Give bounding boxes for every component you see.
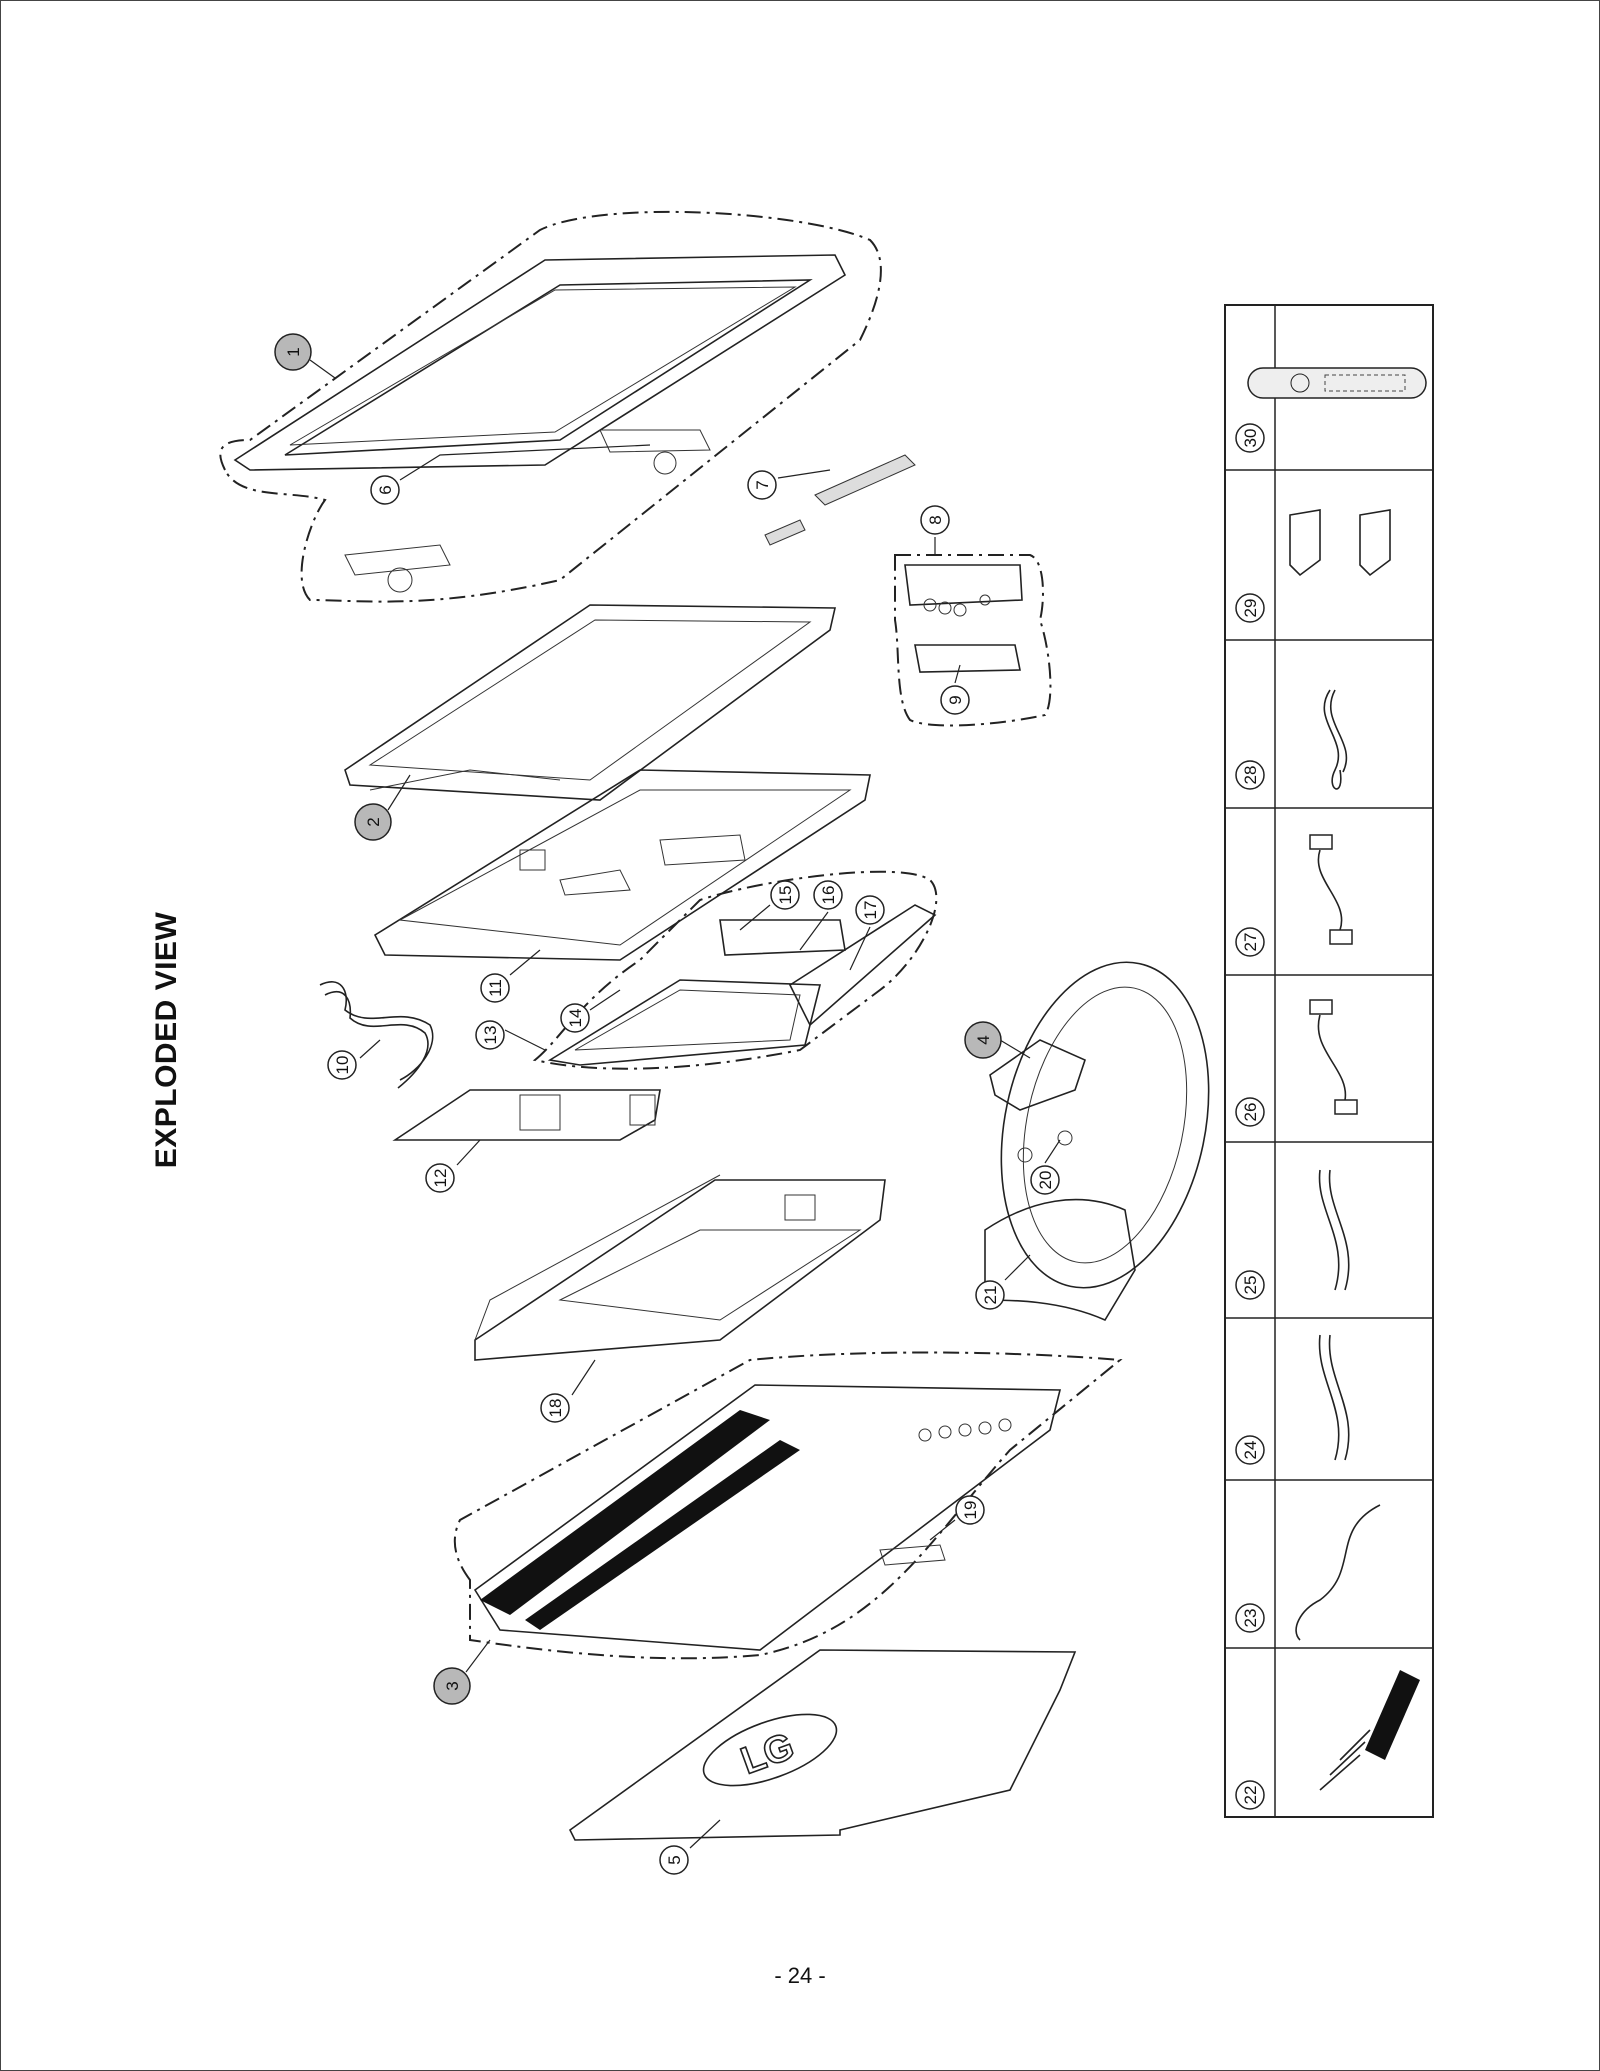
accessory-30: 30 bbox=[1235, 423, 1265, 453]
callout-number: 2 bbox=[364, 817, 383, 826]
rear-decoration-panel: LG bbox=[568, 1649, 1077, 1841]
stand-assembly bbox=[984, 961, 1210, 1322]
page-number: - 24 - bbox=[774, 1963, 826, 1988]
label-stickers bbox=[764, 454, 916, 546]
callout-number: 11 bbox=[486, 979, 505, 997]
accessory-number: 26 bbox=[1241, 1103, 1260, 1122]
callout-number: 12 bbox=[431, 1169, 450, 1188]
accessory-number: 29 bbox=[1241, 599, 1260, 618]
accessory-number: 22 bbox=[1241, 1786, 1260, 1805]
callout-number: 19 bbox=[961, 1501, 980, 1520]
accessory-24: 24 bbox=[1235, 1435, 1265, 1465]
main-board bbox=[392, 1089, 661, 1141]
back-cover-assembly bbox=[453, 1351, 1123, 1660]
callout-number: 4 bbox=[974, 1035, 993, 1044]
callout-17: 17 bbox=[849, 895, 885, 971]
svg-text:LG: LG bbox=[736, 1725, 800, 1783]
cable-holder-icon bbox=[1289, 509, 1391, 577]
callout-15: 15 bbox=[739, 880, 800, 931]
accessory-22: 22 bbox=[1235, 1780, 1265, 1810]
callout-18: 18 bbox=[540, 1359, 596, 1423]
callout-13: 13 bbox=[475, 1020, 546, 1051]
callout-number: 5 bbox=[665, 1855, 684, 1864]
callout-number: 3 bbox=[443, 1681, 462, 1690]
callout-6: 6 bbox=[370, 444, 651, 505]
callout-12: 12 bbox=[425, 1139, 481, 1193]
callout-11: 11 bbox=[480, 949, 541, 1003]
callout-number: 21 bbox=[981, 1286, 1000, 1305]
callout-number: 14 bbox=[566, 1009, 585, 1028]
callout-14: 14 bbox=[560, 989, 621, 1033]
accessory-number: 25 bbox=[1241, 1276, 1260, 1295]
callout-number: 7 bbox=[753, 480, 772, 489]
callout-7: 7 bbox=[747, 469, 831, 500]
power-cord-icon bbox=[1323, 689, 1348, 790]
callout-9: 9 bbox=[940, 664, 970, 715]
d-sub-cable-icon bbox=[1309, 834, 1353, 945]
callout-number: 9 bbox=[946, 695, 965, 704]
accessories-table bbox=[1224, 304, 1434, 1818]
callout-number: 1 bbox=[284, 347, 303, 356]
callout-20: 20 bbox=[1030, 1139, 1061, 1195]
accessory-28: 28 bbox=[1235, 760, 1265, 790]
rear-shield-cover bbox=[474, 1174, 886, 1361]
callout-number: 13 bbox=[481, 1026, 500, 1045]
front-cabinet-assembly bbox=[219, 210, 882, 603]
callout-8: 8 bbox=[920, 505, 950, 555]
callout-number: 10 bbox=[333, 1056, 352, 1075]
accessory-number: 27 bbox=[1241, 933, 1260, 952]
flat-cable bbox=[319, 981, 434, 1089]
callout-21: 21 bbox=[975, 1254, 1031, 1310]
callout-16: 16 bbox=[799, 880, 843, 951]
dvi-cable-icon bbox=[1309, 999, 1358, 1115]
power-board-assembly bbox=[532, 870, 938, 1070]
accessory-23: 23 bbox=[1235, 1603, 1265, 1633]
lcd-panel-frame bbox=[344, 604, 836, 801]
antenna-cable-icon bbox=[1295, 1504, 1381, 1641]
accessory-26: 26 bbox=[1235, 1097, 1265, 1127]
callout-2: 2 bbox=[354, 774, 411, 841]
accessory-27: 27 bbox=[1235, 927, 1265, 957]
accessory-number: 28 bbox=[1241, 766, 1260, 785]
rca-cable-icon bbox=[1318, 1334, 1350, 1461]
main-chassis bbox=[373, 769, 871, 961]
accessory-label-layer: 22 23 24 25 26 27 28 29 30 bbox=[1235, 423, 1265, 1810]
callout-number: 16 bbox=[819, 886, 838, 905]
accessory-25: 25 bbox=[1235, 1270, 1265, 1300]
callout-number: 17 bbox=[861, 901, 880, 920]
callout-10: 10 bbox=[327, 1039, 381, 1080]
callout-3: 3 bbox=[433, 1639, 491, 1705]
side-jack-assembly bbox=[894, 554, 1052, 727]
rca-cable-icon bbox=[1318, 1169, 1350, 1291]
callout-number: 6 bbox=[376, 485, 395, 494]
remote-control-icon bbox=[1247, 367, 1427, 399]
accessory-29: 29 bbox=[1235, 593, 1265, 623]
callout-1: 1 bbox=[274, 333, 336, 379]
accessory-number: 30 bbox=[1241, 429, 1260, 448]
callout-19: 19 bbox=[929, 1495, 985, 1541]
callout-number: 15 bbox=[776, 886, 795, 905]
callout-number: 8 bbox=[926, 515, 945, 524]
callout-5: 5 bbox=[659, 1819, 721, 1875]
accessory-number: 23 bbox=[1241, 1609, 1260, 1628]
accessory-number: 24 bbox=[1241, 1441, 1260, 1460]
callout-4: 4 bbox=[964, 1021, 1031, 1059]
callout-number: 20 bbox=[1036, 1171, 1055, 1190]
callout-number: 18 bbox=[546, 1399, 565, 1418]
av-cable-bundle-icon bbox=[1319, 1670, 1420, 1791]
